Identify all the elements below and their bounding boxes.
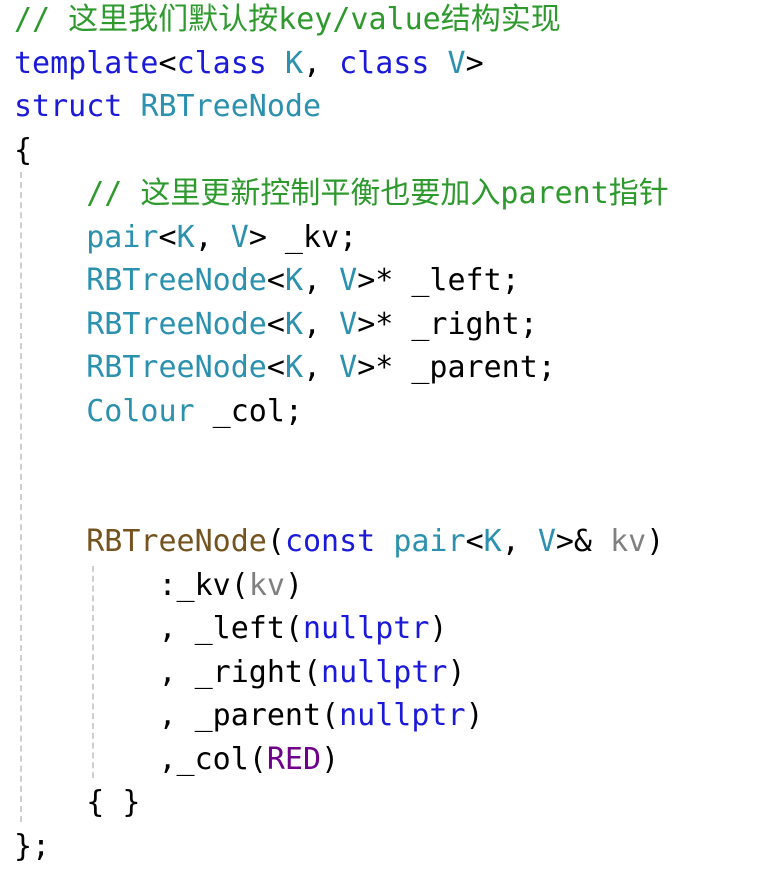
plain-token: _col; — [194, 394, 303, 429]
type-token: RBTreeNode — [86, 263, 267, 298]
plain-token: < — [266, 307, 285, 342]
type-token: RBTreeNode — [86, 350, 267, 385]
indent-guide-struct-body — [20, 172, 22, 822]
plain-token: >* _left; — [357, 263, 520, 298]
code-line[interactable]: , _left(nullptr) — [14, 609, 447, 649]
plain-token: < — [266, 263, 285, 298]
type-token: RBTreeNode — [140, 89, 322, 124]
plain-token — [14, 524, 86, 559]
plain-token — [375, 524, 393, 559]
plain-token: , — [303, 307, 340, 342]
plain-token: , — [303, 350, 340, 385]
plain-token: ) — [429, 611, 448, 646]
code-line[interactable]: RBTreeNode<K, V>* _right; — [14, 305, 538, 345]
function-name-token: RBTreeNode — [86, 524, 267, 559]
code-line[interactable]: RBTreeNode<K, V>* _parent; — [14, 348, 556, 388]
code-line[interactable]: }; — [14, 827, 50, 867]
comment-token: // 这里更新控制平衡也要加入parent指针 — [86, 176, 669, 211]
plain-token: { } — [14, 785, 141, 820]
plain-token: >* _parent; — [357, 350, 556, 385]
keyword-token: struct — [14, 89, 123, 124]
parameter-token: kv — [610, 524, 647, 559]
type-token: V — [339, 307, 358, 342]
comment-token: // 这里我们默认按key/value结构实现 — [14, 2, 561, 37]
type-token: K — [483, 524, 502, 559]
plain-token: < — [158, 46, 177, 81]
plain-token: ( — [266, 524, 285, 559]
plain-token: >& — [555, 524, 611, 559]
code-line[interactable]: // 这里更新控制平衡也要加入parent指针 — [14, 174, 669, 214]
keyword-token: nullptr — [302, 611, 430, 646]
plain-token: ) — [284, 568, 303, 603]
type-token: Colour — [86, 394, 195, 429]
plain-token: }; — [14, 829, 51, 864]
code-line[interactable]: // 这里我们默认按key/value结构实现 — [14, 0, 561, 40]
code-line[interactable]: struct RBTreeNode — [14, 87, 321, 127]
plain-token: < — [266, 350, 285, 385]
plain-token: :_kv( — [14, 568, 249, 603]
code-line[interactable]: RBTreeNode<K, V>* _left; — [14, 261, 520, 301]
macro-token: RED — [266, 742, 322, 777]
plain-token: < — [465, 524, 484, 559]
type-token: K — [176, 220, 195, 255]
code-line[interactable]: ,_col(RED) — [14, 740, 339, 780]
plain-token — [14, 263, 86, 298]
type-token: RBTreeNode — [86, 307, 267, 342]
plain-token: > — [465, 46, 484, 81]
plain-token — [429, 46, 447, 81]
type-token: K — [284, 46, 303, 81]
type-token: V — [339, 263, 358, 298]
type-token: V — [339, 350, 358, 385]
plain-token — [14, 307, 86, 342]
plain-token: ) — [465, 698, 484, 733]
plain-token: , _parent( — [14, 698, 340, 733]
type-token: K — [284, 350, 303, 385]
plain-token: , — [501, 524, 538, 559]
code-line[interactable]: , _parent(nullptr) — [14, 696, 484, 736]
plain-token: ) — [321, 742, 340, 777]
plain-token: , _left( — [14, 611, 303, 646]
plain-token: , — [303, 46, 340, 81]
keyword-token: class — [339, 46, 430, 81]
code-line[interactable]: pair<K, V> _kv; — [14, 218, 357, 258]
plain-token: < — [158, 220, 177, 255]
code-line[interactable]: Colour _col; — [14, 392, 303, 432]
keyword-token: const — [284, 524, 376, 559]
plain-token: ) — [447, 655, 466, 690]
plain-token: { — [14, 133, 33, 168]
plain-token: ,_col( — [14, 742, 267, 777]
keyword-token: class — [176, 46, 267, 81]
keyword-token: nullptr — [321, 655, 448, 690]
type-token: K — [284, 307, 303, 342]
keyword-token: nullptr — [339, 698, 466, 733]
plain-token: , — [194, 220, 231, 255]
type-token: V — [230, 220, 249, 255]
code-line[interactable]: RBTreeNode(const pair<K, V>& kv) — [14, 522, 664, 562]
plain-token: , — [303, 263, 340, 298]
plain-token — [14, 394, 86, 429]
plain-token: > _kv; — [248, 220, 358, 255]
parameter-token: kv — [248, 568, 285, 603]
plain-token — [122, 89, 140, 124]
code-line[interactable]: { } — [14, 783, 140, 823]
code-line[interactable]: { — [14, 131, 32, 171]
keyword-token: template — [14, 46, 159, 81]
type-token: V — [537, 524, 556, 559]
code-line[interactable]: , _right(nullptr) — [14, 653, 466, 693]
plain-token — [14, 350, 86, 385]
plain-token — [267, 46, 285, 81]
plain-token — [14, 220, 86, 255]
type-token: pair — [393, 524, 466, 559]
code-line[interactable]: template<class K, class V> — [14, 44, 484, 84]
plain-token: , _right( — [14, 655, 322, 690]
type-token: K — [284, 263, 303, 298]
plain-token — [14, 176, 86, 211]
code-line[interactable]: :_kv(kv) — [14, 566, 303, 606]
indent-guide-constructor-init — [92, 566, 94, 778]
type-token: V — [447, 46, 466, 81]
plain-token: >* _right; — [357, 307, 538, 342]
plain-token: ) — [646, 524, 665, 559]
type-token: pair — [86, 220, 159, 255]
